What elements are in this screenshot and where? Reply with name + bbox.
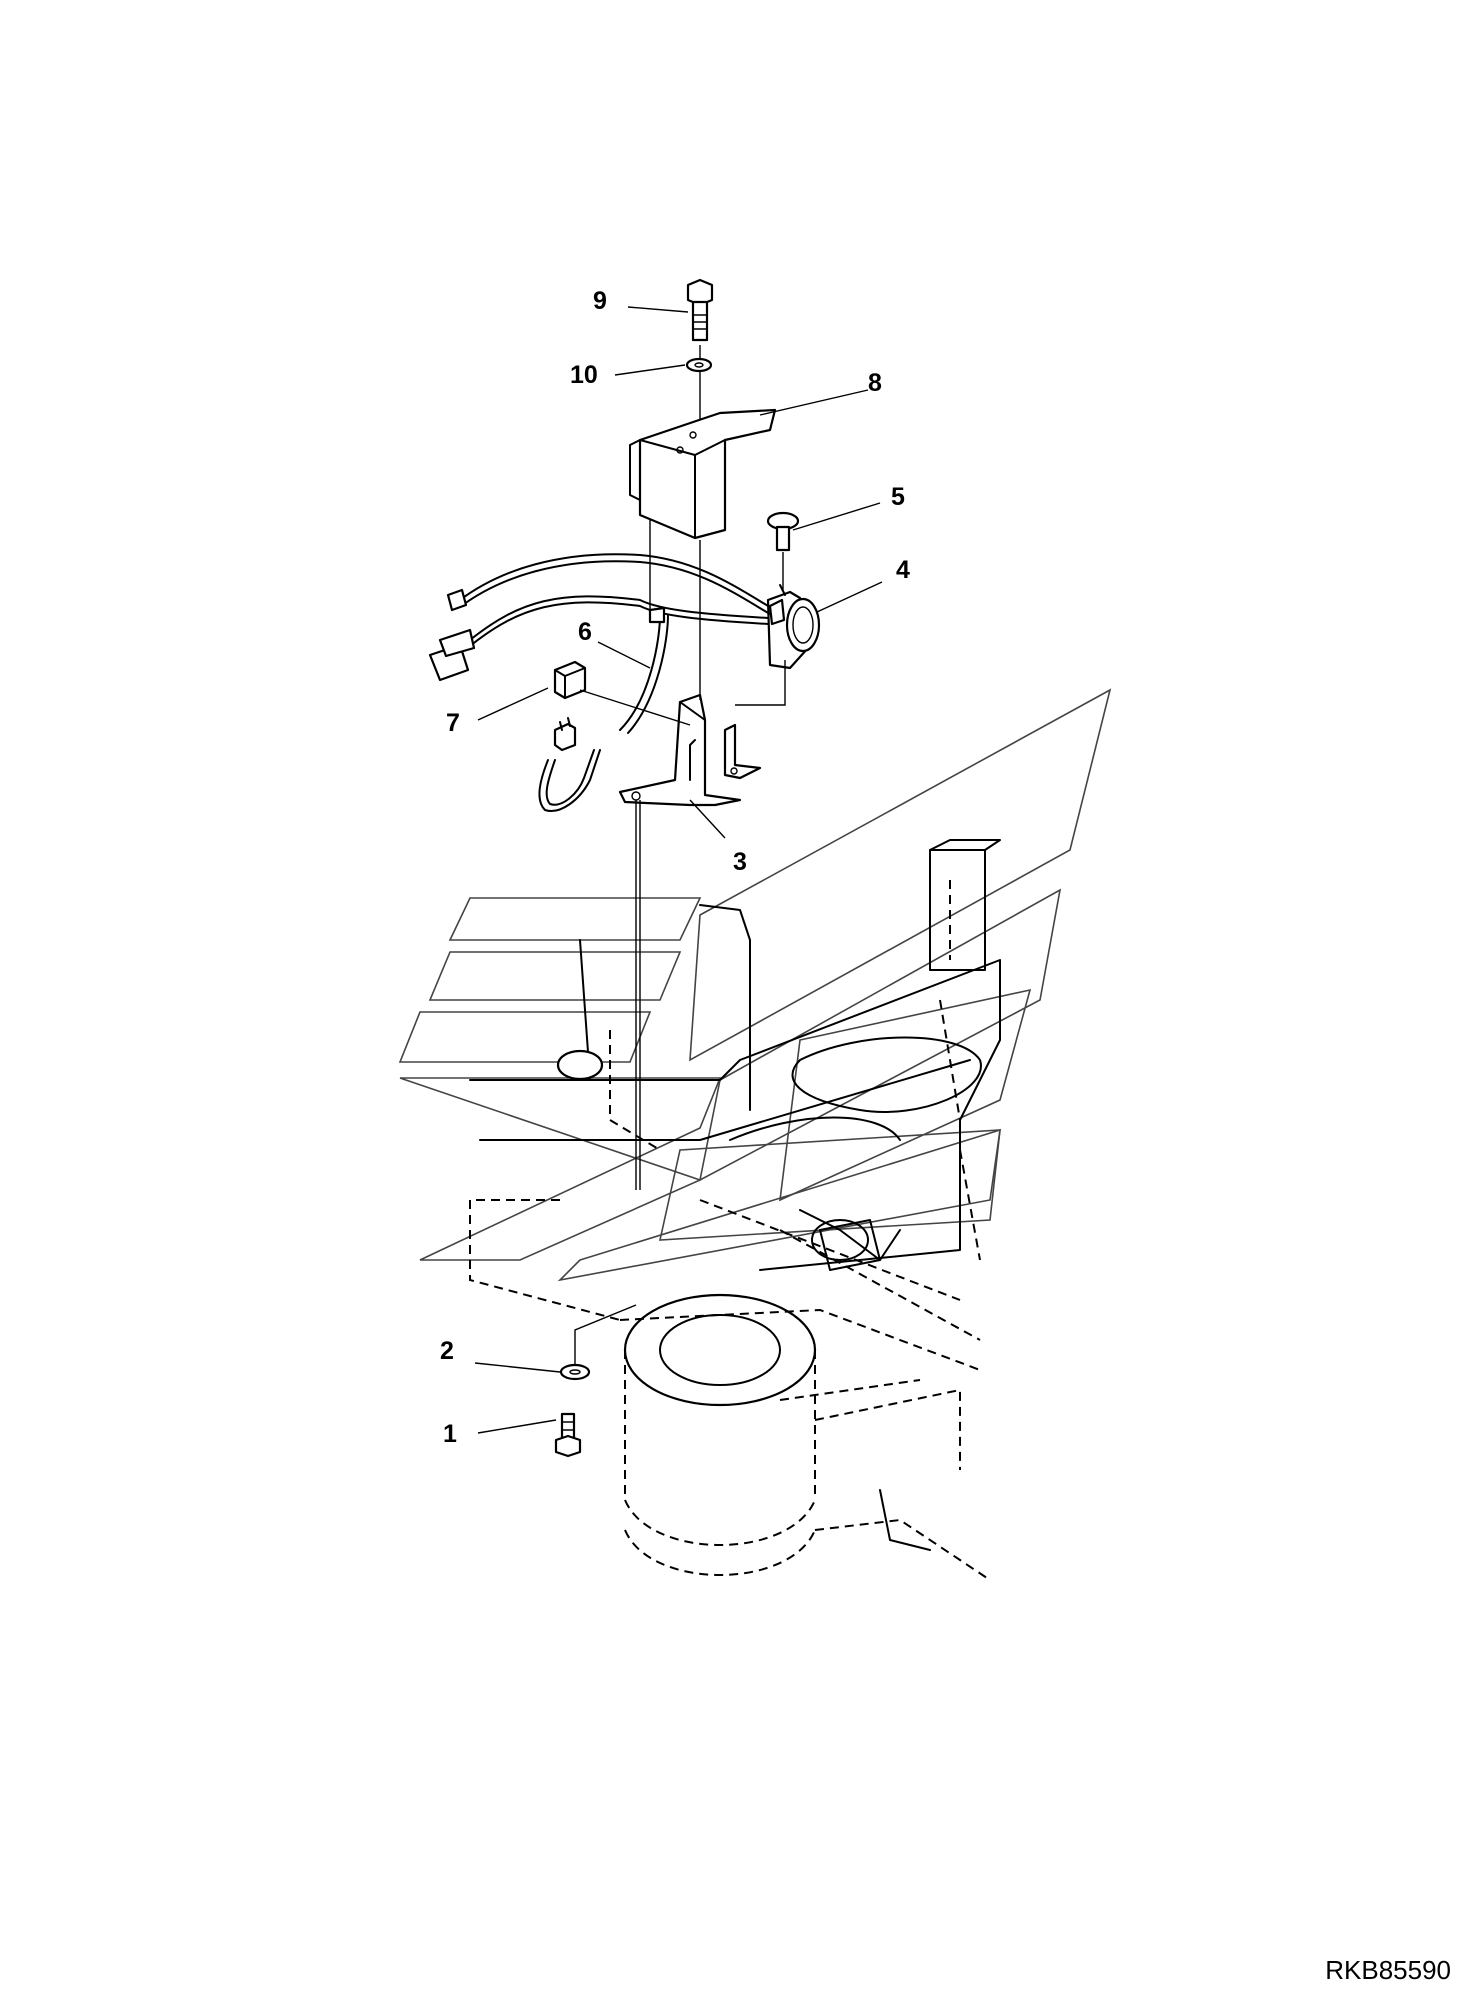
sensor-part-4 [766,584,821,670]
assembly-lines [574,345,786,1365]
drawing-reference-code: RKB85590 [1325,1955,1451,1985]
machine-frame [469,839,1001,1581]
callout-4: 4 [896,556,910,584]
callout-6: 6 [578,618,592,646]
cover-part-8 [629,408,777,540]
callout-5: 5 [891,483,905,511]
callout-10: 10 [570,361,598,389]
leader-lines [474,306,883,1434]
callout-3: 3 [733,848,747,876]
screw-part-5 [766,511,800,552]
bolt-part-1 [554,1412,582,1458]
callout-7: 7 [446,709,460,737]
callout-8: 8 [868,369,882,397]
bolt-part-9 [686,278,714,342]
harness-part-6 [428,553,786,812]
callouts: 9 10 8 5 4 6 7 3 2 1 [440,287,910,1448]
callout-9: 9 [593,287,607,315]
washer-part-10 [685,357,713,373]
washer-part-2 [559,1363,591,1381]
callout-2: 2 [440,1337,454,1365]
bracket-part-3 [618,693,762,807]
watermark [398,688,1112,1282]
callout-1: 1 [443,1420,457,1448]
relay-part-7 [553,660,587,752]
